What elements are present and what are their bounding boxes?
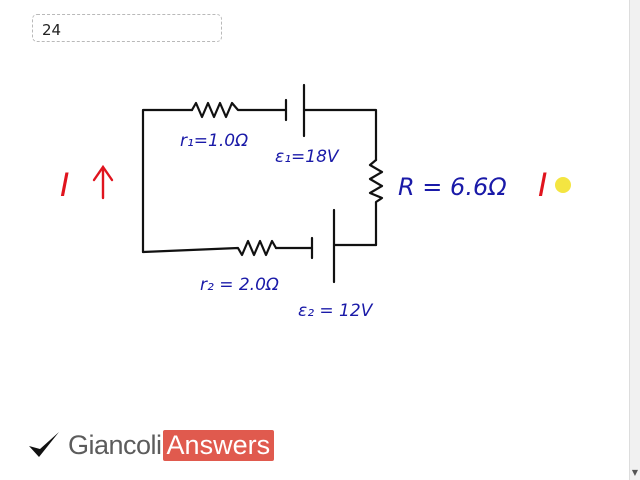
label-emf1: ε₁=18V [275,147,340,167]
label-emf2: ε₂ = 12V [298,301,374,321]
resistor-r2 [141,239,278,257]
scroll-down-arrow-icon[interactable]: ▼ [631,468,639,477]
brand-answers: Answers [162,429,275,461]
page-number-field[interactable]: 24 [32,14,222,42]
vertical-scrollbar[interactable]: ▼ [629,0,640,480]
top-right-wire [302,108,378,162]
brand-name: Giancoli [68,429,162,460]
label-R: R = 6.6Ω [398,173,507,201]
resistor-r1 [190,101,288,119]
page-number-value: 24 [42,21,62,39]
label-r1: r₁=1.0Ω [180,131,248,151]
left-wire [141,108,194,254]
label-current-right: I [538,166,547,204]
label-r2: r₂ = 2.0Ω [200,275,279,295]
giancoli-answers-logo: Giancoli Answers [26,428,275,462]
resistor-R [368,158,384,247]
cursor-highlight [555,177,571,193]
label-current-left: I [60,166,69,204]
checkmark-icon [29,432,59,457]
circuit-wires [141,83,384,284]
current-arrow-icon [92,164,114,200]
